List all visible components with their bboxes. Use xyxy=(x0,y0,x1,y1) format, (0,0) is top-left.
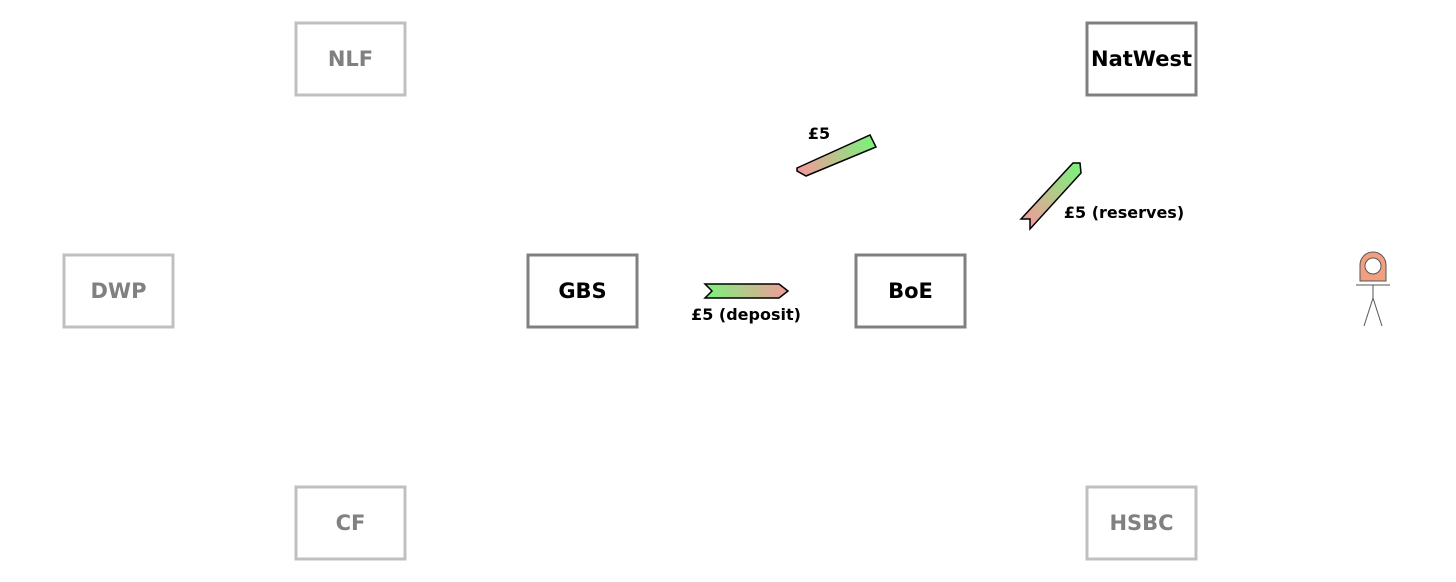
node-nlf: NLF xyxy=(294,21,407,97)
flow-floating: £5 xyxy=(796,124,878,177)
node-boe-label: BoE xyxy=(888,279,933,303)
node-boe: BoE xyxy=(854,253,967,329)
node-natwest: NatWest xyxy=(1085,21,1198,97)
node-gbs: GBS xyxy=(526,253,639,329)
node-nlf-label: NLF xyxy=(328,47,373,71)
node-dwp: DWP xyxy=(62,253,175,329)
flow-gbs-to-boe-label: £5 (deposit) xyxy=(691,305,801,324)
money-note-icon xyxy=(703,283,790,299)
node-hsbc-label: HSBC xyxy=(1109,511,1173,535)
node-hsbc: HSBC xyxy=(1085,485,1198,561)
node-cf-label: CF xyxy=(336,511,366,535)
node-gbs-label: GBS xyxy=(558,279,606,303)
money-note-icon xyxy=(1019,162,1082,231)
flow-gbs-to-boe: £5 (deposit) xyxy=(691,283,801,324)
node-natwest-label: NatWest xyxy=(1091,47,1192,71)
flow-floating-label: £5 xyxy=(808,124,830,143)
node-dwp-label: DWP xyxy=(91,279,147,303)
person-icon xyxy=(1356,251,1390,327)
money-note-icon xyxy=(796,134,878,177)
flow-boe-to-natwest-label: £5 (reserves) xyxy=(1064,203,1184,222)
node-cf: CF xyxy=(294,485,407,561)
flow-boe-to-natwest: £5 (reserves) xyxy=(1019,162,1184,231)
